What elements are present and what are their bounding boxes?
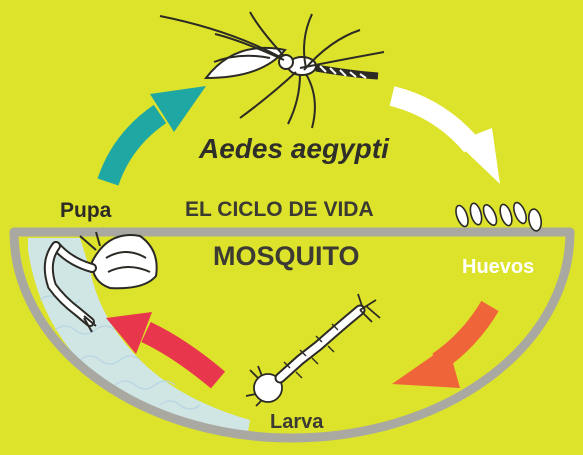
stage-label-eggs: Huevos [462,256,535,278]
basin-outline [9,227,575,443]
arrow-adult-to-eggs-head [456,128,500,184]
pupa-icon [43,231,158,333]
stage-label-larva: Larva [270,411,324,433]
arrow-eggs-to-larva-head [392,345,460,388]
stage-label-pupa: Pupa [60,199,112,222]
arrow-larva-to-pupa [141,322,226,389]
title-line-2: MOSQUITO [213,241,360,271]
arrow-adult-to-eggs [389,86,480,153]
arrow-pupa-to-adult-head [150,86,206,132]
water-fill [28,238,250,432]
arrow-larva-to-pupa-head [106,312,152,354]
eggs-icon [455,201,543,232]
mosquito-adult-icon [159,11,385,129]
larva-icon [245,293,381,407]
title-line-1: EL CICLO DE VIDA [185,198,374,221]
species-label: Aedes aegypti [199,133,389,164]
arrow-pupa-to-adult [97,104,167,186]
